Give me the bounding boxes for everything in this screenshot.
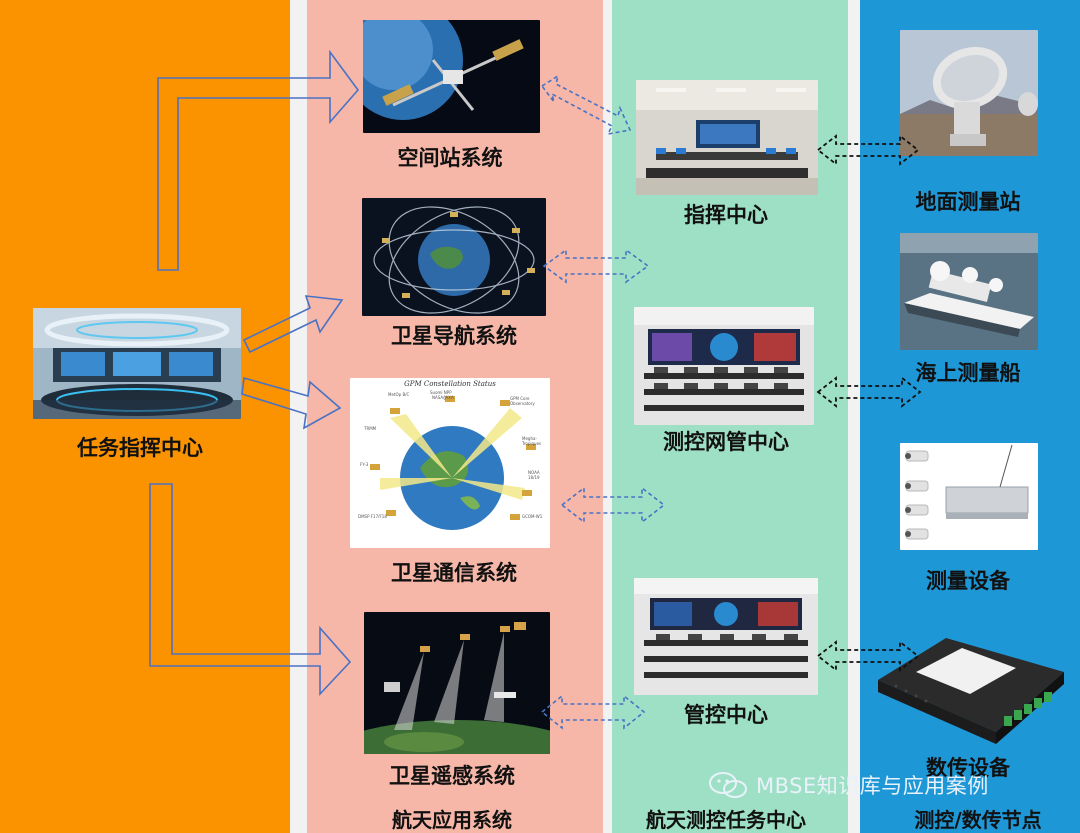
gpm-label: TRMM (364, 426, 377, 431)
gpm-label: NASA/JAXA (432, 395, 454, 400)
ground-measurement-station-label: 地面测量站 (915, 190, 1021, 214)
satellite-navigation-image (362, 198, 546, 316)
mission-command-center-label: 任务指挥中心 (77, 436, 203, 460)
space-station-system-label: 空间站系统 (397, 146, 503, 170)
space-station-image (363, 20, 540, 133)
ttc-data-node-title: 测控/数传节点 (914, 808, 1042, 832)
ttc-network-center-label: 测控网管中心 (663, 430, 789, 454)
control-center-label: 管控中心 (684, 703, 768, 727)
watermark: MBSE知识库与应用案例 (708, 770, 989, 800)
gpm-label: MetOp B/C (388, 392, 410, 397)
satellite-navigation-system-label: 卫星导航系统 (391, 324, 517, 348)
mission-command-center-image (33, 308, 241, 419)
aerospace-application-system-title: 航天应用系统 (392, 808, 512, 832)
satellite-remote-sensing-system-label: 卫星遥感系统 (389, 764, 515, 788)
ground-station-image (900, 30, 1038, 156)
measurement-equipment-image (900, 443, 1038, 550)
gpm-label: FY-3 (360, 462, 369, 467)
gpm-label: DMSP F17/F18 (358, 514, 387, 519)
satellite-communication-image: GPM Constellation Status MetOp B/C Suomi… (350, 378, 550, 548)
gpm-label: Suomi NPP (430, 390, 452, 395)
gpm-label: NOAA 18/19 (528, 470, 540, 480)
wechat-icon (709, 772, 747, 798)
data-transmission-device-label: 数传设备 (926, 756, 1010, 780)
aerospace-ttc-center-title: 航天测控任务中心 (646, 808, 806, 832)
watermark-text: MBSE知识库与应用案例 (756, 774, 989, 798)
data-transmission-device-image (876, 636, 1066, 746)
gpm-label: GCOM-W1 (522, 514, 543, 519)
sea-measurement-ship-image (900, 233, 1038, 350)
sea-measurement-ship-label: 海上测量船 (915, 361, 1021, 385)
command-center-label: 指挥中心 (684, 203, 768, 227)
gpm-label: Megha-Tropiques (522, 436, 542, 446)
control-center-image (634, 578, 818, 695)
satellite-remote-sensing-image (364, 612, 550, 754)
measurement-equipment-label: 测量设备 (926, 569, 1010, 593)
satellite-communication-system-label: 卫星通信系统 (391, 561, 517, 585)
gpm-label: GPM Core Observatory (510, 396, 535, 406)
command-center-image (636, 80, 818, 195)
gpm-title: GPM Constellation Status (404, 380, 496, 388)
ttc-network-center-image (634, 307, 814, 425)
